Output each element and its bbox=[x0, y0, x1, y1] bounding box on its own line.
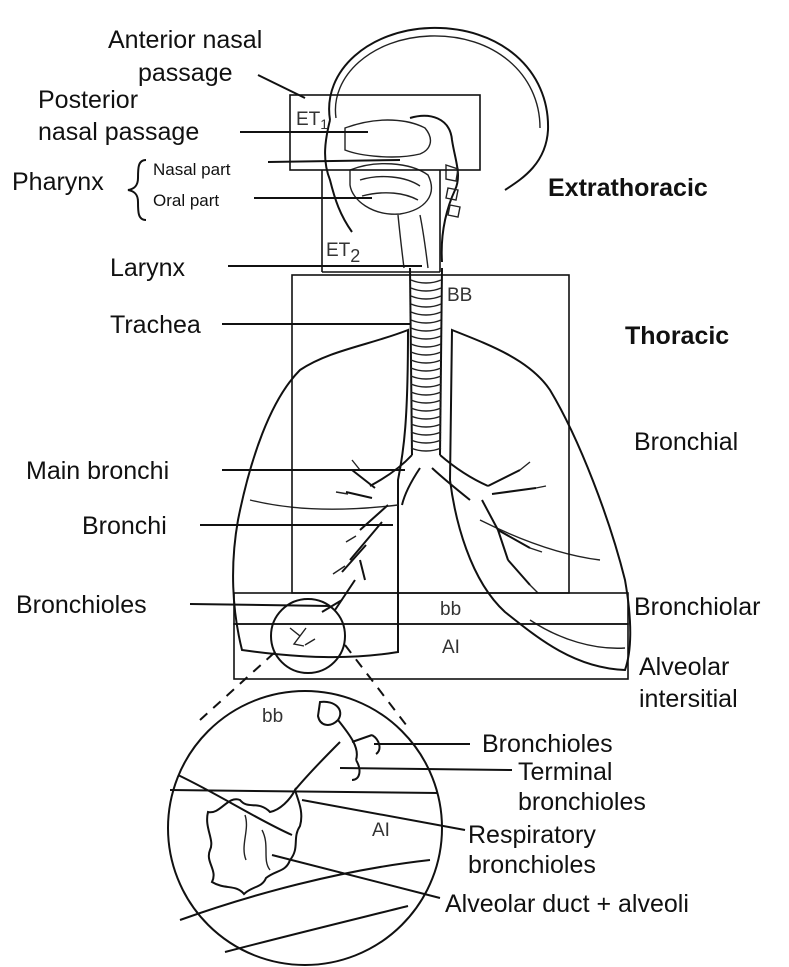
label-pharynx: Pharynx bbox=[12, 168, 104, 196]
region-thoracic-label: Thoracic bbox=[625, 322, 729, 350]
inset-bb-label: bb bbox=[262, 706, 283, 727]
label-posterior-nasal-1: Posterior bbox=[38, 86, 138, 114]
region-et1-label: ET1 bbox=[296, 109, 328, 132]
region-bronchiolar-label: Bronchiolar bbox=[634, 593, 760, 621]
region-ai-label: AI bbox=[442, 637, 460, 658]
inset-respiratory-label-2: bronchioles bbox=[468, 851, 596, 879]
bronchiolar-region-box bbox=[234, 593, 628, 624]
label-anterior-nasal-1: Anterior nasal bbox=[108, 26, 262, 54]
label-oral-part: Oral part bbox=[153, 191, 219, 210]
leader-lines bbox=[190, 75, 512, 898]
label-anterior-nasal-2: passage bbox=[138, 59, 233, 87]
small-magnify-circle bbox=[271, 599, 345, 673]
head-drawing bbox=[325, 28, 548, 268]
label-bronchioles: Bronchioles bbox=[16, 591, 147, 619]
inset-alveolar-duct-label: Alveolar duct + alveoli bbox=[445, 890, 689, 918]
label-larynx: Larynx bbox=[110, 254, 186, 282]
region-bb-label: BB bbox=[447, 285, 472, 306]
label-bronchi: Bronchi bbox=[82, 512, 167, 540]
label-nasal-part: Nasal part bbox=[153, 160, 231, 179]
label-trachea: Trachea bbox=[110, 311, 201, 339]
inset-ai-label: AI bbox=[372, 820, 390, 841]
zoom-line-right bbox=[345, 645, 410, 730]
label-main-bronchi: Main bronchi bbox=[26, 457, 169, 485]
region-et2-label: ET2 bbox=[326, 240, 360, 266]
bronchial-tree-right bbox=[482, 462, 546, 593]
region-bronchial-label: Bronchial bbox=[634, 428, 738, 456]
inset-bronchioles-label: Bronchioles bbox=[482, 730, 613, 758]
region-extrathoracic-label: Extrathoracic bbox=[548, 174, 708, 202]
label-posterior-nasal-2: nasal passage bbox=[38, 118, 199, 146]
region-bb-lower-label: bb bbox=[440, 599, 461, 620]
region-alveolar-label-1: Alveolar bbox=[639, 653, 729, 681]
pharynx-brace bbox=[128, 160, 146, 220]
inset-respiratory-label-1: Respiratory bbox=[468, 821, 596, 849]
inset-terminal-label-1: Terminal bbox=[518, 758, 612, 786]
inset-terminal-label-2: bronchioles bbox=[518, 788, 646, 816]
magnifier bbox=[168, 599, 442, 965]
region-alveolar-label-2: intersitial bbox=[639, 685, 738, 713]
bronchial-tree-left bbox=[322, 460, 388, 612]
